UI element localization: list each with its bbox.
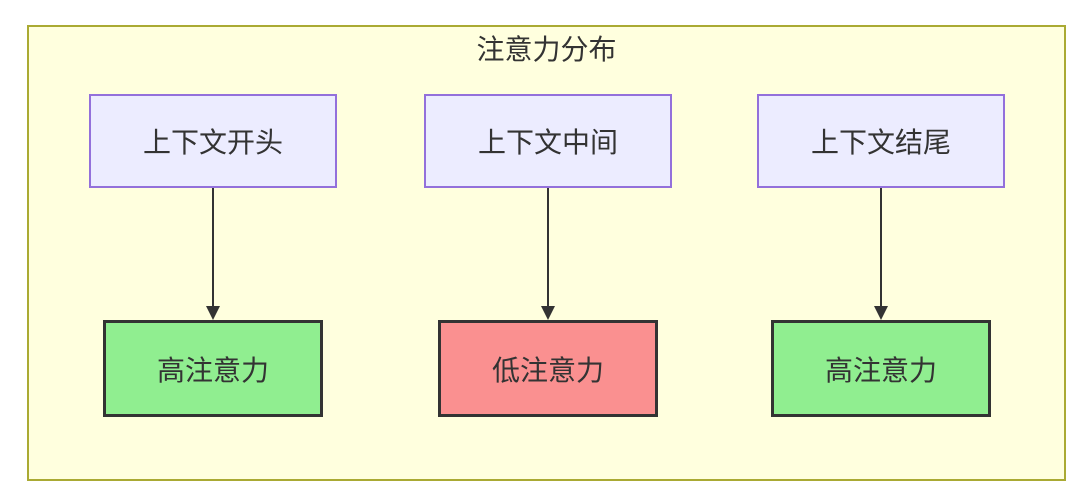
node-context-end: 上下文结尾	[757, 94, 1005, 188]
arrow-end-to-high-icon	[874, 188, 888, 320]
node-context-start: 上下文开头	[89, 94, 337, 188]
diagram-title: 注意力分布	[476, 34, 617, 65]
node-high-attention-start: 高注意力	[103, 320, 323, 417]
node-context-middle: 上下文中间	[424, 94, 672, 188]
node-low-attention-middle: 低注意力	[438, 320, 658, 417]
arrow-middle-to-low-icon	[541, 188, 555, 320]
node-high-attention-end: 高注意力	[771, 320, 991, 417]
arrow-start-to-high-icon	[206, 188, 220, 320]
